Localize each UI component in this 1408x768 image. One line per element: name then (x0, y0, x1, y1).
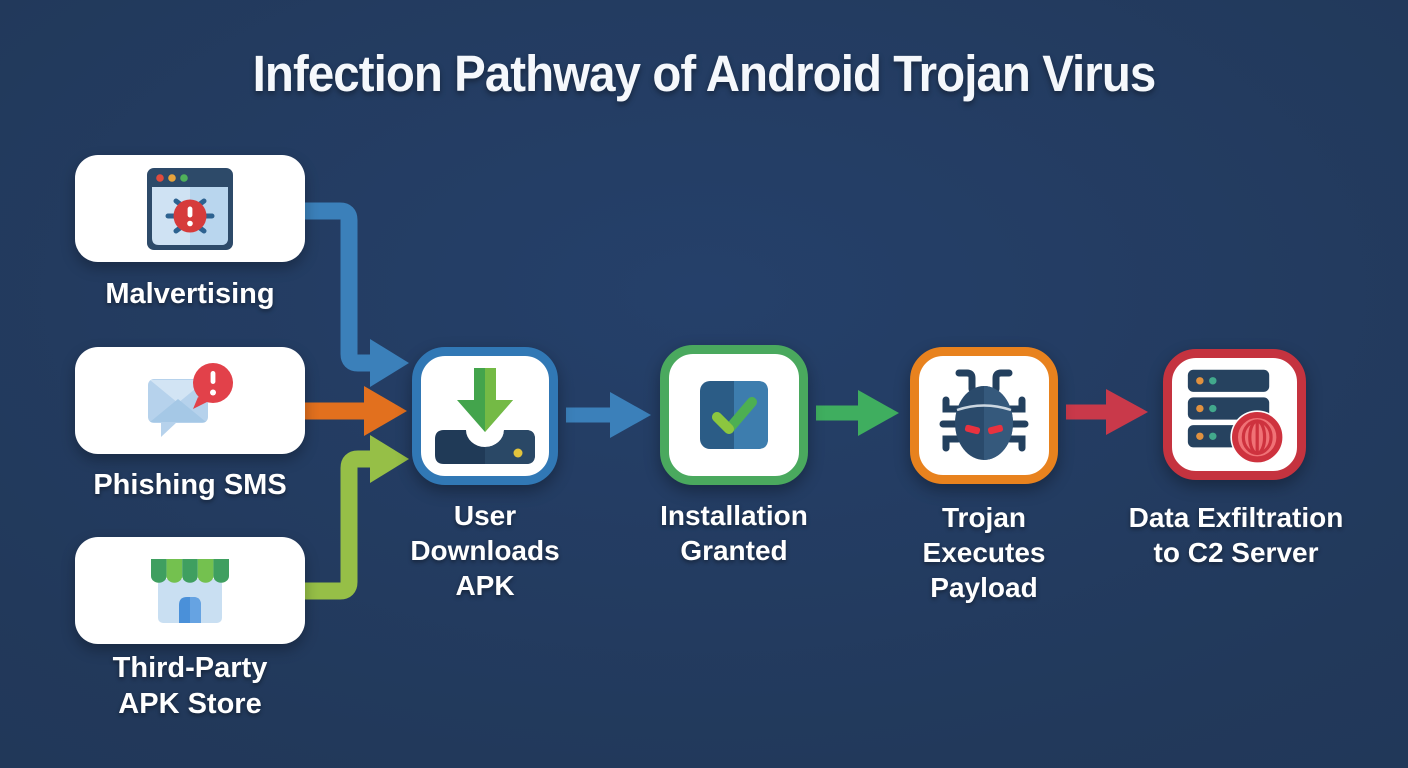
connector-malvertising-arrow (300, 202, 409, 387)
trojan-bug-icon (939, 369, 1029, 460)
stage-node-data-exfiltration (1163, 349, 1306, 480)
connector-download-to-install-arrow (566, 392, 651, 438)
label-line: Malvertising (105, 278, 275, 310)
source-card-apk-store (75, 537, 305, 644)
sms-alert-icon (148, 362, 233, 437)
label-line: Trojan (941, 502, 1026, 533)
stage-node-user-downloads-apk (412, 347, 558, 485)
stage-node-trojan-executes (910, 347, 1058, 484)
source-label-apk-store: Third-Party APK Store (20, 650, 360, 722)
label-line: Granted (680, 535, 788, 566)
label-line: Data Exfiltration (1128, 502, 1344, 533)
label-line: Payload (930, 572, 1038, 603)
storefront-icon (151, 558, 229, 623)
source-card-malvertising (75, 155, 305, 262)
source-label-malvertising: Malvertising (20, 276, 360, 312)
stage-label-user-downloads-apk: User Downloads APK (375, 498, 595, 603)
label-line: APK Store (118, 688, 262, 720)
browser-malware-icon (147, 167, 233, 250)
permission-check-icon (700, 381, 768, 449)
label-line: Third-Party (112, 652, 268, 684)
connector-phishing-arrow (300, 386, 407, 436)
connector-install-to-trojan-arrow (816, 390, 899, 436)
stage-label-trojan-executes: Trojan Executes Payload (874, 500, 1094, 605)
stage-label-installation-granted: Installation Granted (624, 498, 844, 568)
source-card-phishing-sms (75, 347, 305, 454)
c2-server-icon (1187, 369, 1284, 464)
source-label-phishing-sms: Phishing SMS (20, 467, 360, 503)
connector-trojan-to-exfil-arrow (1066, 389, 1148, 435)
label-line: Downloads (410, 535, 560, 566)
label-line: APK (455, 570, 515, 601)
stage-node-installation-granted (660, 345, 808, 485)
label-line: Executes (922, 537, 1046, 568)
label-line: Phishing SMS (93, 469, 287, 501)
apk-download-icon (435, 368, 535, 464)
stage-label-data-exfiltration: Data Exfiltration to C2 Server (1114, 500, 1358, 570)
label-line: to C2 Server (1153, 537, 1319, 568)
label-line: User (453, 500, 517, 531)
page-title: Infection Pathway of Android Trojan Viru… (252, 45, 1157, 102)
connector-apkstore-arrow (300, 435, 409, 600)
label-line: Installation (660, 500, 808, 531)
